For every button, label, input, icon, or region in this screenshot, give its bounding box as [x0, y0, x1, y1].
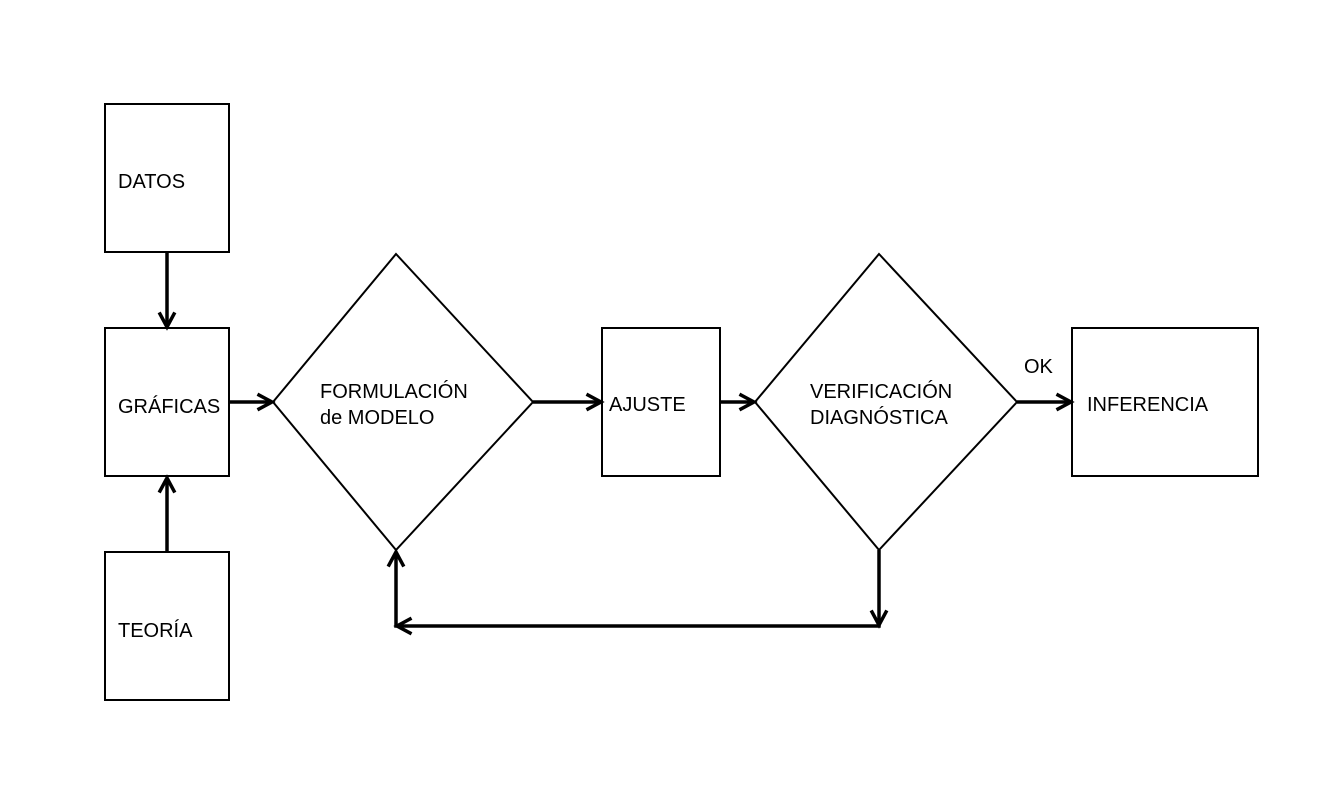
arrowhead-up-icon: [157, 474, 177, 494]
formulacion-label-line2: de MODELO: [320, 407, 434, 429]
datos-label: DATOS: [118, 171, 185, 193]
teoria-label: TEORÍA: [118, 619, 193, 642]
arrowhead-right-icon: [738, 392, 758, 412]
formulacion-label-line1: FORMULACIÓN: [320, 380, 468, 403]
datos-box: [104, 103, 230, 253]
arrowhead-right-icon: [256, 392, 276, 412]
arrowhead-down-icon: [157, 311, 177, 331]
edge-feedback-line: [394, 550, 881, 628]
edge-graficas-formulacion: [229, 392, 276, 412]
inferencia-label: INFERENCIA: [1087, 394, 1209, 416]
graficas-label: GRÁFICAS: [118, 395, 220, 418]
node-graficas: GRÁFICAS: [104, 327, 230, 477]
arrowhead-right-icon: [585, 392, 605, 412]
edge-teoria-graficas: [157, 474, 177, 552]
edge-ok-label: OK: [1024, 356, 1054, 378]
node-teoria: TEORÍA: [104, 551, 230, 701]
node-verificacion: VERIFICACIÓN DIAGNÓSTICA: [753, 252, 1019, 552]
node-datos: DATOS: [104, 103, 230, 253]
edge-ajuste-verificacion: [720, 392, 758, 412]
verificacion-label-line1: VERIFICACIÓN: [810, 380, 952, 403]
node-inferencia: INFERENCIA: [1071, 327, 1259, 477]
arrowhead-left-icon: [393, 616, 413, 636]
node-ajuste: AJUSTE: [601, 327, 721, 477]
edge-verificacion-inferencia: OK: [1017, 356, 1075, 412]
arrowhead-right-icon: [1055, 392, 1075, 412]
ajuste-label: AJUSTE: [609, 394, 686, 416]
graficas-box: [104, 327, 230, 477]
edge-datos-graficas: [157, 252, 177, 331]
edge-verificacion-formulacion: [386, 548, 889, 636]
edge-formulacion-ajuste: [533, 392, 605, 412]
verificacion-label-line2: DIAGNÓSTICA: [810, 406, 948, 429]
arrowhead-up-icon: [386, 548, 406, 568]
node-formulacion: FORMULACIÓN de MODELO: [271, 252, 535, 552]
arrowhead-down-icon: [869, 609, 889, 629]
